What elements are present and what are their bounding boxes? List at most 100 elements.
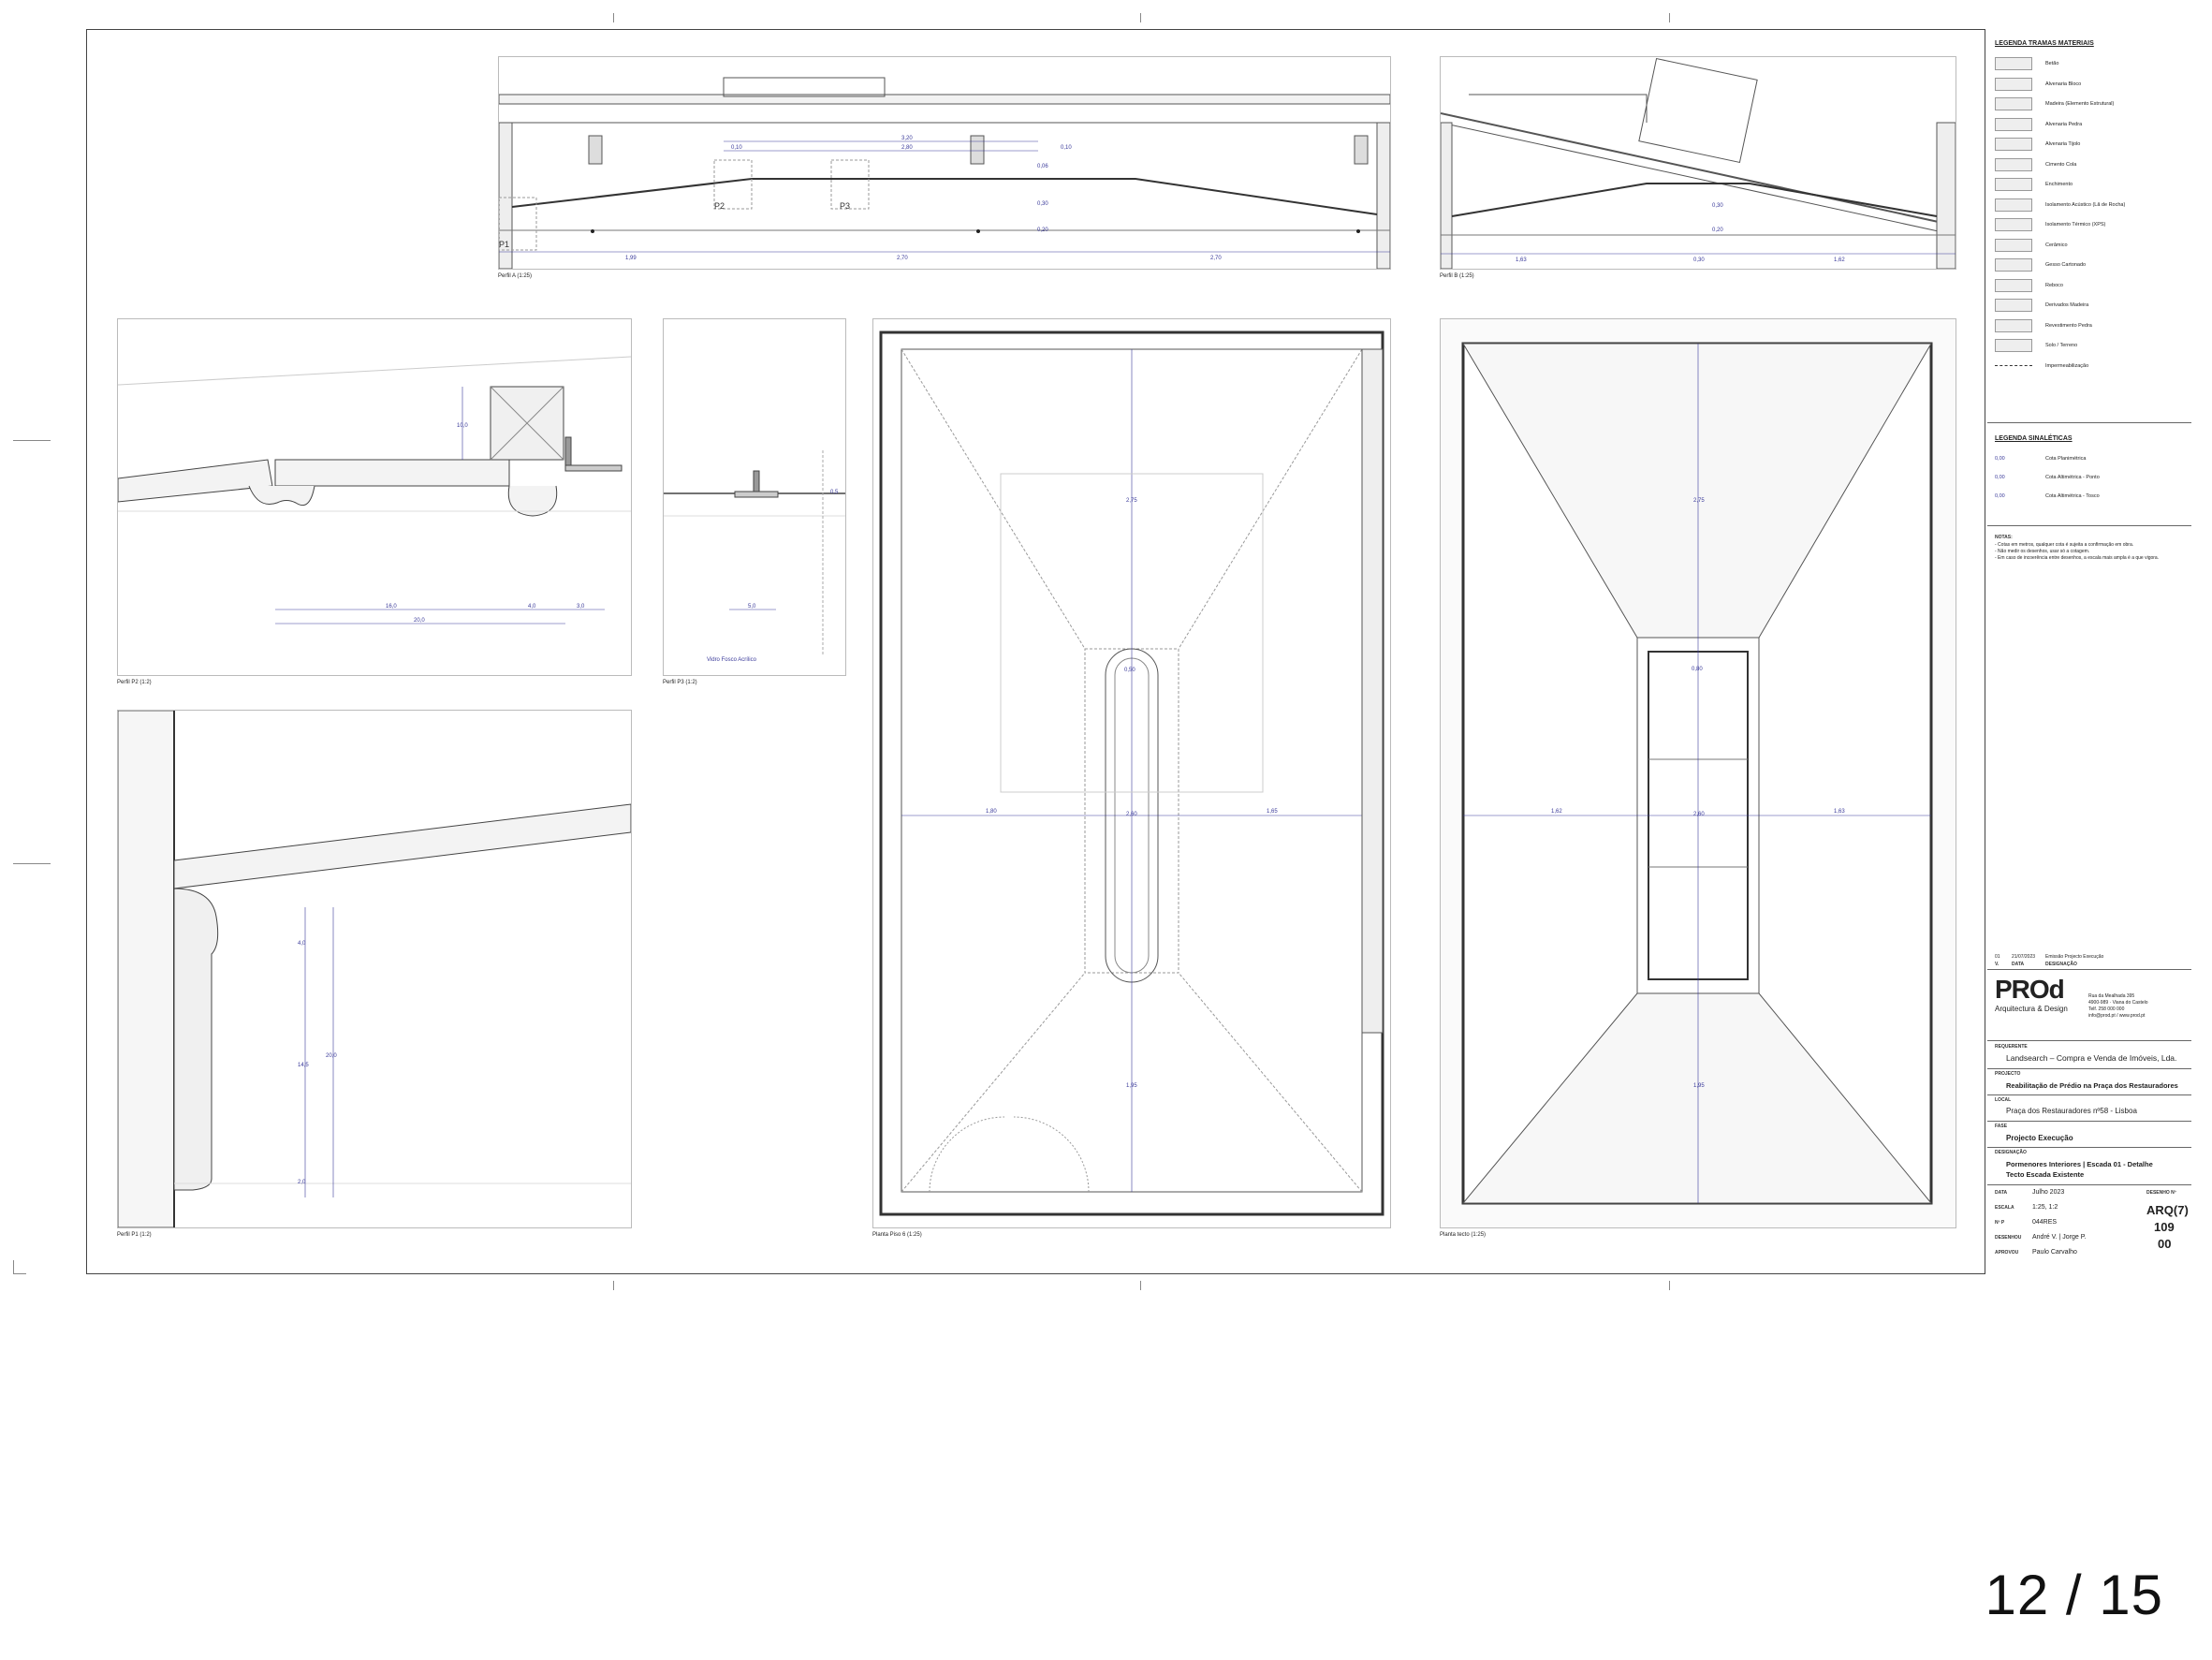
material-swatch-icon — [1995, 365, 2032, 366]
dim-label: 0,30 — [1712, 203, 1723, 209]
dim-label: 1,63 — [1834, 809, 1845, 815]
dim-label: 14,5 — [298, 1063, 309, 1068]
legend-material-label: Revestimento Pedra — [2045, 322, 2092, 329]
legend-material-item: Impermeabilização — [1995, 360, 2088, 373]
legend-material-label: Derivados Madeira — [2045, 302, 2089, 308]
legend-material-label: Betão — [2045, 61, 2059, 66]
desenho-code: ARQ(7) — [2146, 1203, 2189, 1217]
material-swatch-icon — [1995, 278, 2032, 292]
legend-material-label: Solo / Terreno — [2045, 343, 2078, 348]
divider — [1987, 1040, 2191, 1041]
p1-label: P1 — [499, 240, 509, 249]
projecto-value: Reabilitação de Prédio na Praça dos Rest… — [2006, 1081, 2178, 1090]
sheet-tick — [13, 1260, 14, 1273]
legend-material-item: Gesso Cartonado — [1995, 258, 2086, 272]
legend-material-item: Cimento Cola — [1995, 157, 2076, 171]
desenho-revision: 00 — [2158, 1237, 2172, 1251]
legend-material-label: Alvenaria Bloco — [2045, 81, 2082, 87]
dim-label: 0,5 — [830, 490, 839, 495]
legend-material-item: Solo / Terreno — [1995, 339, 2077, 352]
p2-label: P2 — [714, 201, 725, 211]
legend-material-label: Reboco — [2045, 282, 2063, 288]
sign-value: 0,00 — [1995, 456, 2005, 462]
company-address-line: Telf. 258 000 000 — [2088, 1006, 2125, 1012]
sign-value: 0,00 — [1995, 475, 2005, 480]
legend-material-label: Enchimento — [2045, 182, 2073, 187]
material-swatch-icon — [1995, 318, 2032, 332]
view-caption: Planta tecto (1:25) — [1440, 1232, 1487, 1238]
company-address-line: 4900-989 · Viana do Castelo — [2088, 1000, 2148, 1006]
legend-material-item: Reboco — [1995, 278, 2063, 292]
legend-material-item: Revestimento Pedra — [1995, 318, 2092, 332]
dim-label: 4,0 — [298, 941, 306, 947]
notes-line: - Cotas em metros, qualquer cota é sujei… — [1995, 542, 2134, 548]
legend-material-item: Betão — [1995, 57, 2058, 70]
legend-material-item: Alvenaria Tijolo — [1995, 138, 2080, 151]
legend-material-item: Enchimento — [1995, 178, 2073, 191]
np-heading: Nº P — [1995, 1220, 2005, 1226]
dim-label: 3,0 — [577, 604, 585, 610]
local-heading: LOCAL — [1995, 1097, 2012, 1103]
divider — [1987, 525, 2191, 526]
material-swatch-icon — [1995, 157, 2032, 171]
view-caption: Perfil P1 (1:2) — [117, 1232, 152, 1238]
legend-material-label: Alvenaria Tijolo — [2045, 141, 2081, 147]
legend-material-label: Cerâmico — [2045, 242, 2068, 248]
divider — [1987, 969, 2191, 970]
revision-desc: Emissão Projecto Execução — [2045, 954, 2104, 960]
revision-h-v: V. — [1995, 962, 2000, 967]
dim-label: 2,80 — [901, 145, 913, 151]
designacao-line-2: Tecto Escada Existente — [2006, 1170, 2085, 1179]
data-value: Julho 2023 — [2032, 1189, 2065, 1196]
dim-label: 4,0 — [528, 604, 536, 610]
sheet-tick — [13, 863, 51, 864]
sheet-tick — [613, 1281, 614, 1290]
divider — [1987, 1147, 2191, 1148]
dim-label: 0,06 — [1037, 164, 1048, 169]
legend-material-item: Alvenaria Pedra — [1995, 117, 2082, 131]
planta-tecto-view: 2,75 0,80 2,60 1,95 1,62 1,63 — [1440, 318, 1956, 1228]
dim-label: 1,62 — [1834, 257, 1845, 263]
company-address-line: Rua da Mealhada 395 — [2088, 993, 2135, 999]
legend-material-label: Isolamento Acústico (Lã de Rocha) — [2045, 201, 2126, 208]
fase-heading: FASE — [1995, 1124, 2008, 1129]
dim-label: 10,0 — [457, 423, 468, 429]
material-swatch-icon — [1995, 258, 2032, 272]
sheet-tick — [613, 13, 614, 22]
divider — [1987, 1184, 2191, 1185]
legend-sign-label: Cota Altimétrica - Ponto — [2045, 475, 2100, 480]
perfil-b-view: 0,30 0,20 1,63 0,30 1,62 — [1440, 56, 1956, 270]
material-swatch-icon — [1995, 178, 2032, 191]
divider — [1987, 422, 2191, 423]
sheet-tick — [1669, 1281, 1670, 1290]
view-caption: Perfil P2 (1:2) — [117, 680, 152, 685]
legend-signs-title: LEGENDA SINALÉTICAS — [1995, 435, 2073, 442]
dim-label: 2,75 — [1126, 498, 1137, 504]
sign-value: 0,00 — [1995, 493, 2005, 499]
legend-material-label: Madeira (Elemento Estrutural) — [2045, 101, 2115, 107]
escala-heading: ESCALA — [1995, 1205, 2014, 1211]
dim-label: 2,70 — [1210, 256, 1222, 261]
dim-label: 20,0 — [326, 1053, 337, 1059]
legend-materials-title: LEGENDA TRAMAS MATERIAIS — [1995, 40, 2094, 47]
legend-sign-item: 0,00 Cota Altimétrica - Ponto — [1995, 471, 2100, 484]
divider — [1987, 1094, 2191, 1095]
perfil-p2-view: 10,0 16,0 4,0 3,0 20,0 — [117, 318, 632, 676]
planta-piso-view: 2,75 0,50 2,60 1,95 1,80 1,65 — [872, 318, 1391, 1228]
dim-label: 2,60 — [1693, 812, 1705, 817]
dim-label: 2,75 — [1693, 498, 1705, 504]
aprovou-heading: APROVOU — [1995, 1250, 2019, 1256]
revision-h-desc: DESIGNAÇÃO — [2045, 962, 2077, 967]
escala-value: 1:25, 1:2 — [2032, 1204, 2058, 1211]
divider — [1987, 1121, 2191, 1122]
company-address-line: info@prod.pt / www.prod.pt — [2088, 1013, 2146, 1019]
material-swatch-icon — [1995, 198, 2032, 212]
material-swatch-icon — [1995, 339, 2032, 352]
desenho-heading: DESENHO Nº — [2146, 1190, 2176, 1196]
designacao-line-1: Pormenores Interiores | Escada 01 - Deta… — [2006, 1160, 2153, 1168]
company-subtitle: Arquitectura & Design — [1995, 1005, 2068, 1013]
np-value: 044RES — [2032, 1219, 2058, 1226]
company-logo: PROd — [1995, 975, 2065, 1004]
